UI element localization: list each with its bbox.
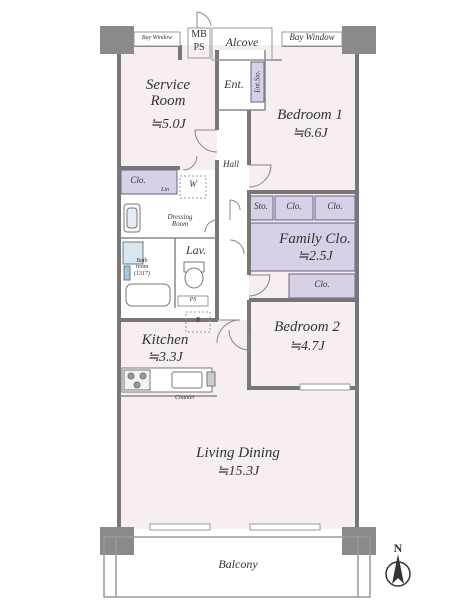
ent-sto-name: Ent.Sto. bbox=[253, 70, 262, 93]
ent-sto-closet bbox=[250, 61, 265, 103]
clo-bed1-a-label: Clo. bbox=[286, 201, 302, 211]
family-clo-area: ≒2.5J bbox=[297, 249, 333, 264]
bed1-closet-a bbox=[274, 195, 314, 221]
entry-core bbox=[177, 27, 273, 333]
washer-label: W bbox=[189, 179, 197, 189]
sto-closet bbox=[248, 195, 274, 221]
balcony-name: Balcony bbox=[218, 557, 258, 571]
north-label: N bbox=[393, 541, 403, 555]
fixtures bbox=[121, 203, 216, 393]
dressing-room-line1: Dressing bbox=[167, 213, 193, 221]
refrigerator-label: R bbox=[195, 316, 201, 324]
clo-bed2-label: Clo. bbox=[314, 279, 330, 289]
column-top-left bbox=[100, 26, 134, 54]
bedroom1-name: Bedroom 1 bbox=[277, 107, 343, 123]
column-bottom-left bbox=[100, 527, 134, 555]
clo-service-label: Clo. bbox=[130, 175, 146, 185]
clo-bed1-b-label: Clo. bbox=[327, 201, 343, 211]
service-room-name: Service Room bbox=[133, 77, 203, 110]
bathroom-name: Bath room (1317) bbox=[124, 258, 160, 277]
ps-small-label: PS bbox=[189, 297, 197, 303]
bath-wall-panel bbox=[122, 241, 144, 265]
balcony-rail bbox=[103, 536, 371, 598]
bottom-windows bbox=[149, 383, 351, 531]
bathtub bbox=[125, 283, 171, 307]
kitchen-area: ≒3.3J bbox=[147, 350, 183, 365]
service-room-area: ≒5.0J bbox=[150, 117, 186, 132]
bay-windows bbox=[133, 31, 343, 47]
bedroom2-area: ≒4.7J bbox=[289, 339, 325, 354]
bathroom-line2: room bbox=[135, 264, 149, 271]
hall-floor bbox=[217, 110, 249, 320]
doors bbox=[182, 11, 272, 351]
ps-label: PS bbox=[193, 42, 205, 53]
service-room-line1: Service bbox=[145, 77, 191, 93]
kitchen-appliance bbox=[206, 371, 216, 387]
north-arrow-icon bbox=[385, 554, 411, 587]
bay-window-right-label: Bay Window bbox=[289, 32, 335, 42]
toilet-bowl bbox=[184, 267, 204, 289]
family-clo-name: Family Clo. bbox=[279, 231, 351, 247]
balcony-floor bbox=[104, 537, 370, 597]
refrigerator-box bbox=[185, 311, 211, 333]
sto-label: Sto. bbox=[254, 201, 268, 211]
bed1-closet-b bbox=[314, 195, 356, 221]
washer-box bbox=[179, 175, 207, 199]
counter-label: Counter bbox=[175, 395, 195, 401]
service-room-line2: Room bbox=[150, 92, 186, 109]
alcove-name: Alcove bbox=[225, 35, 259, 49]
bath-faucet bbox=[123, 265, 131, 281]
entrance-name: Ent. bbox=[224, 77, 244, 91]
mb-ps-box bbox=[187, 27, 211, 59]
sink-basin bbox=[126, 207, 138, 229]
column-bottom-right bbox=[342, 527, 376, 555]
ps-small-box bbox=[177, 295, 209, 307]
bedroom2-name: Bedroom 2 bbox=[274, 319, 340, 335]
alcove-box bbox=[211, 27, 273, 61]
dressing-room-line2: Room bbox=[171, 220, 189, 229]
closets bbox=[120, 61, 356, 299]
family-closet bbox=[248, 222, 356, 272]
living-dining-name: Living Dining bbox=[196, 445, 280, 461]
kitchen-sink bbox=[171, 371, 203, 389]
bathroom-line1: Bath bbox=[136, 258, 148, 264]
balcony-outline bbox=[103, 536, 371, 598]
kitchen-name: Kitchen bbox=[141, 332, 189, 348]
bay-window-left-label: Bay Window bbox=[141, 35, 173, 41]
mb-label: MB bbox=[191, 29, 207, 40]
hall-name: Hall bbox=[222, 159, 239, 169]
living-dining-area: ≒15.3J bbox=[216, 464, 260, 479]
bay-window-right-box bbox=[281, 31, 343, 47]
lavatory-name: Lav. bbox=[185, 243, 207, 257]
bay-window-left-box bbox=[133, 31, 181, 47]
bathroom-line3: (1317) bbox=[134, 270, 150, 277]
column-top-right bbox=[342, 26, 376, 54]
bedroom1-area: ≒6.6J bbox=[292, 126, 328, 141]
dressing-room-name: Dressing Room bbox=[150, 213, 210, 229]
linen-label: Lin bbox=[160, 187, 169, 193]
